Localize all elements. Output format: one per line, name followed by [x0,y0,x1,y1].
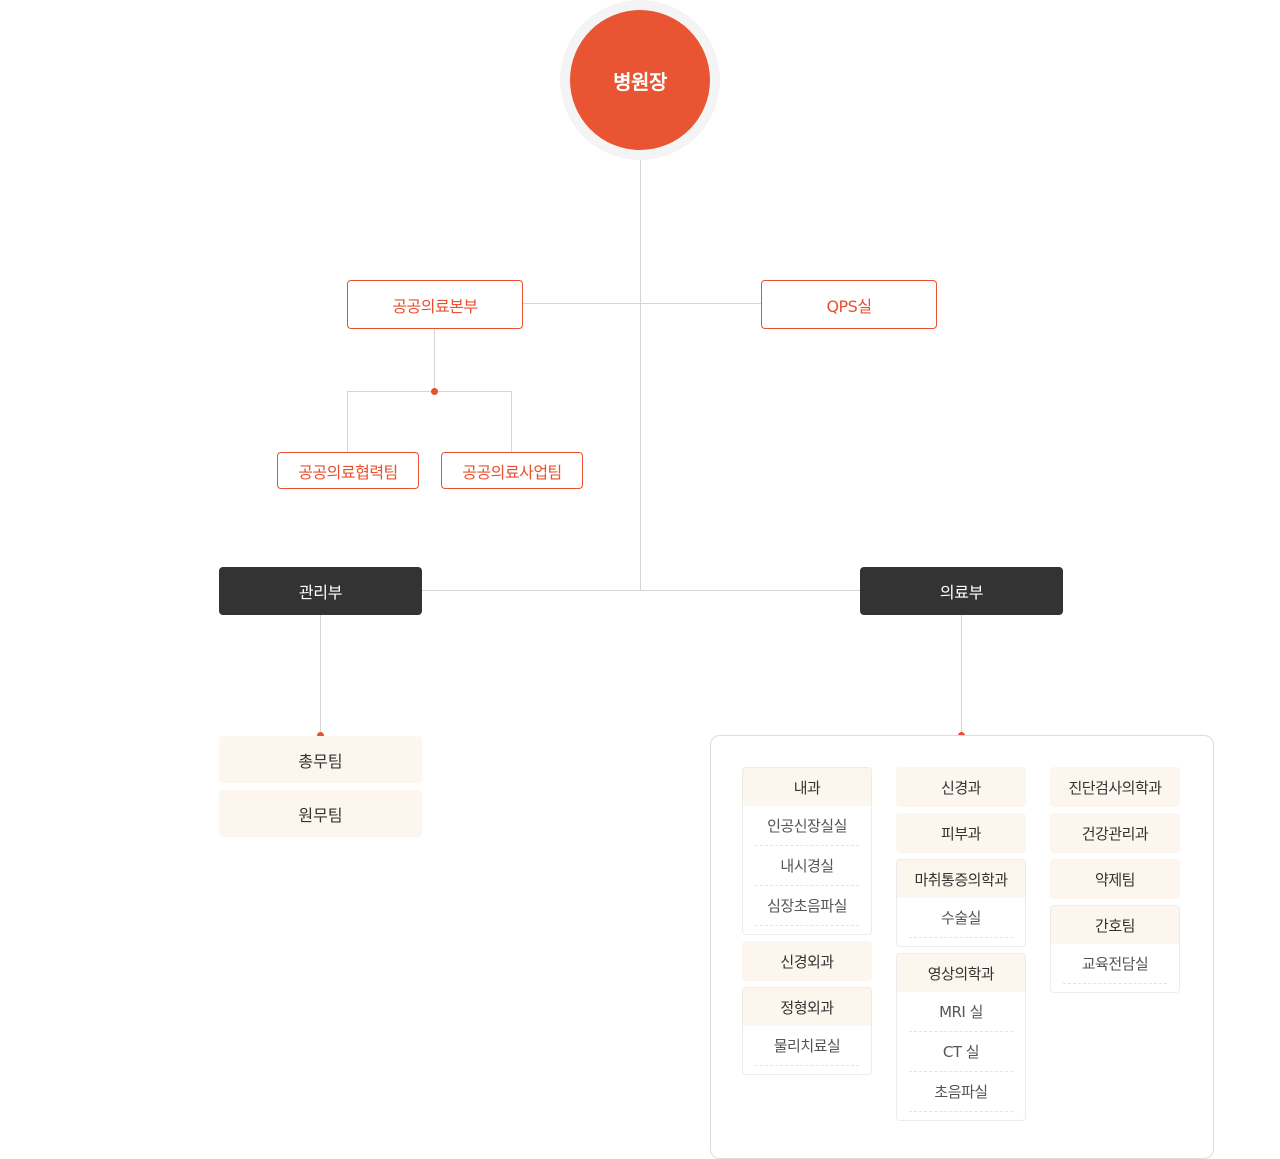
connector-public-team-2 [511,391,512,453]
dept-sub-item[interactable]: 내시경실 [755,846,859,886]
dept-title: 내과 [743,768,871,806]
dept-title: 마취통증의학과 [897,860,1025,898]
connector-medical-down [961,615,962,736]
medical-departments-panel: 내과 인공신장실실 내시경실 심장초음파실 신경외과 정형외과 물리치료실 신경… [710,735,1214,1159]
connector-public-team-1 [347,391,348,453]
connector-level1 [521,303,761,304]
dept-title: 간호팀 [1051,906,1179,944]
node-label: 총무팀 [298,751,343,771]
node-label: 관리부 [298,583,343,602]
connector-departments [422,590,860,591]
node-patient-affairs-team[interactable]: 원무팀 [219,790,422,837]
junction-dot-admin [317,732,324,739]
node-label: 공공의료사업팀 [462,462,562,482]
connector-admin-down [320,615,321,736]
dept-neurosurgery[interactable]: 신경외과 [742,941,872,981]
node-general-affairs-team[interactable]: 총무팀 [219,736,422,783]
dept-laboratory-medicine[interactable]: 진단검사의학과 [1050,767,1180,807]
dept-sub-item[interactable]: 초음파실 [909,1072,1013,1112]
dept-sub-item[interactable]: MRI 실 [909,992,1013,1032]
node-public-cooperation-team[interactable]: 공공의료협력팀 [277,452,419,489]
node-medical-department[interactable]: 의료부 [860,567,1063,615]
connector-public-down [434,327,435,391]
dept-card-radiology[interactable]: 영상의학과 MRI 실 CT 실 초음파실 [896,953,1026,1121]
node-public-project-team[interactable]: 공공의료사업팀 [441,452,583,489]
root-node-hospital-director[interactable]: 병원장 [570,10,710,150]
connector-public-branch [347,391,512,392]
dept-sub-item[interactable]: CT 실 [909,1032,1013,1072]
node-admin-department[interactable]: 관리부 [219,567,422,615]
node-label: 의료부 [939,583,984,602]
root-label: 병원장 [613,69,667,94]
dept-dermatology[interactable]: 피부과 [896,813,1026,853]
dept-neurology[interactable]: 신경과 [896,767,1026,807]
junction-dot-public [431,388,438,395]
connector-root-trunk [640,150,641,591]
dept-sub-item[interactable]: 인공신장실실 [755,806,859,846]
dept-title: 영상의학과 [897,954,1025,992]
dept-card-internal-medicine[interactable]: 내과 인공신장실실 내시경실 심장초음파실 [742,767,872,935]
node-label: 공공의료본부 [392,296,478,316]
dept-card-nursing-team[interactable]: 간호팀 교육전담실 [1050,905,1180,993]
dept-card-anesthesiology[interactable]: 마취통증의학과 수술실 [896,859,1026,947]
node-label: 원무팀 [298,805,343,825]
dept-pharmacy-team[interactable]: 약제팀 [1050,859,1180,899]
node-label: QPS실 [826,296,872,316]
dept-title: 정형외과 [743,988,871,1026]
dept-sub-item[interactable]: 수술실 [909,898,1013,938]
dept-health-management[interactable]: 건강관리과 [1050,813,1180,853]
medical-column-3: 진단검사의학과 건강관리과 약제팀 간호팀 교육전담실 [1050,767,1180,999]
dept-sub-item[interactable]: 교육전담실 [1063,944,1167,984]
node-public-medical-division[interactable]: 공공의료본부 [347,280,523,329]
node-label: 공공의료협력팀 [298,462,398,482]
node-qps-office[interactable]: QPS실 [761,280,937,329]
dept-sub-item[interactable]: 심장초음파실 [755,886,859,926]
medical-column-1: 내과 인공신장실실 내시경실 심장초음파실 신경외과 정형외과 물리치료실 [742,767,872,1081]
dept-card-orthopedics[interactable]: 정형외과 물리치료실 [742,987,872,1075]
dept-sub-item[interactable]: 물리치료실 [755,1026,859,1066]
medical-column-2: 신경과 피부과 마취통증의학과 수술실 영상의학과 MRI 실 CT 실 초음파… [896,767,1026,1127]
